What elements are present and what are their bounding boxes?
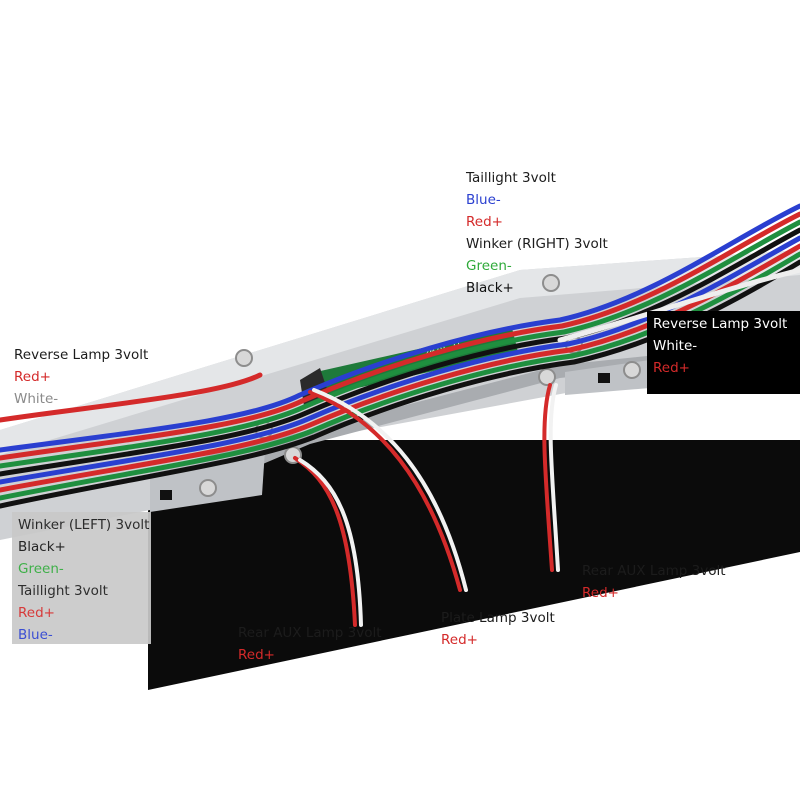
label-line: Blue- xyxy=(466,192,501,208)
label-reverse-lamp-right: Reverse Lamp 3volt White- Red+ xyxy=(647,311,800,394)
label-reverse-lamp-left: Reverse Lamp 3volt Red+ White- xyxy=(14,344,148,410)
label-line: Red+ xyxy=(653,360,690,376)
label-taillight-winker-right: Taillight 3volt Blue- Red+ Winker (RIGHT… xyxy=(466,167,608,299)
label-rear-aux-left: Rear AUX Lamp 3volt Red+ White- xyxy=(238,622,382,688)
label-line: Red+ xyxy=(582,585,619,601)
label-line: Red+ xyxy=(441,632,478,648)
label-line: Blue- xyxy=(18,627,53,643)
label-title: Winker (LEFT) 3volt xyxy=(18,517,150,533)
label-line: Green- xyxy=(18,561,64,577)
label-line: White- xyxy=(582,607,627,623)
label-title: Reverse Lamp 3volt xyxy=(14,347,149,363)
wire-bundle xyxy=(0,203,800,509)
label-title: Rear AUX Lamp 3volt xyxy=(582,563,726,579)
label-line: Red+ xyxy=(238,647,275,663)
hanging-wires xyxy=(293,383,560,627)
label-line: Red+ xyxy=(18,605,55,621)
label-winker-taillight-left: Winker (LEFT) 3volt Black+ Green- Tailli… xyxy=(12,512,151,644)
label-rear-aux-right: Rear AUX Lamp 3volt Red+ White- xyxy=(582,560,726,626)
label-line: Green- xyxy=(466,258,512,274)
label-line: Red+ xyxy=(466,214,503,230)
label-title: Reverse Lamp 3volt xyxy=(653,316,788,332)
label-line: White- xyxy=(441,654,486,670)
label-title: Taillight 3volt xyxy=(18,583,108,599)
label-line: White- xyxy=(653,338,698,354)
label-line: White- xyxy=(14,391,59,407)
label-line: Black+ xyxy=(18,539,66,555)
black-housing xyxy=(148,440,800,690)
label-title: Taillight 3volt xyxy=(466,170,556,186)
label-title: Winker (RIGHT) 3volt xyxy=(466,236,608,252)
label-line: Red+ xyxy=(14,369,51,385)
label-line: Black+ xyxy=(466,280,514,296)
label-line: White- xyxy=(238,669,283,685)
label-title: Rear AUX Lamp 3volt xyxy=(238,625,382,641)
label-plate-lamp: Plate Lamp 3volt Red+ White- xyxy=(441,607,555,673)
label-title: Plate Lamp 3volt xyxy=(441,610,555,626)
